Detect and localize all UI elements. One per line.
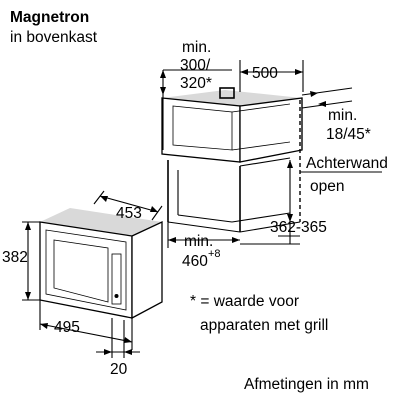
diagram-title: Magnetron <box>10 9 89 26</box>
dim-min-300-320: min. 300/ 320* <box>160 39 232 150</box>
dim-453: 453 <box>93 190 163 222</box>
dim-362-365-label: 362-365 <box>270 219 327 236</box>
dim-min-label-top: min. <box>182 39 211 56</box>
units-note: Afmetingen in mm <box>244 376 369 393</box>
dim-20: 20 <box>96 318 140 378</box>
dim-500: 500 <box>239 60 304 92</box>
dim-382: 382 <box>2 221 40 301</box>
grill-note-line2: apparaten met grill <box>200 317 328 334</box>
diagram-subtitle: in bovenkast <box>10 29 98 46</box>
open-label: open <box>310 178 344 195</box>
dim-500-label: 500 <box>252 65 278 82</box>
wall-cabinet <box>161 87 303 163</box>
dim-18-45-label: 18/45* <box>326 126 371 143</box>
dim-460-label: 460 <box>182 253 208 270</box>
back-wall-labels: Achterwand open <box>300 155 388 195</box>
microwave <box>39 208 163 320</box>
dim-453-label: 453 <box>116 205 142 222</box>
dim-460-sup: +8 <box>208 248 221 260</box>
dim-495: 495 <box>39 300 133 350</box>
dim-min-label-bottom: min. <box>184 233 213 250</box>
dim-495-label: 495 <box>54 319 80 336</box>
grill-note-line1: * = waarde voor <box>190 293 299 310</box>
niche-opening <box>167 100 301 233</box>
dim-300-label: 300/ <box>180 57 211 74</box>
dim-min-460: min. 460 +8 <box>167 222 240 270</box>
dim-362-365: 362-365 <box>240 160 327 245</box>
dim-320-label: 320* <box>180 75 212 92</box>
dim-382-label: 382 <box>2 249 28 266</box>
dim-min-18-45: min. 18/45* <box>301 87 371 143</box>
dim-20-label: 20 <box>110 361 128 378</box>
dim-min-label-gap: min. <box>328 107 357 124</box>
back-wall-label: Achterwand <box>306 155 388 172</box>
